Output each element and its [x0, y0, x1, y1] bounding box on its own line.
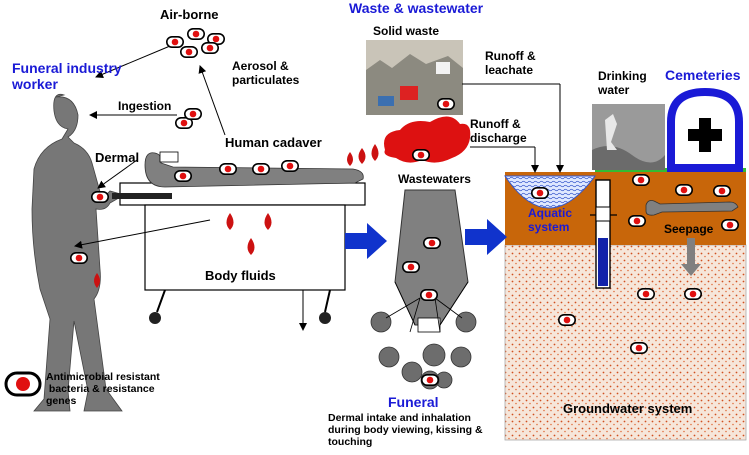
label-human-cadaver: Human cadaver: [225, 135, 322, 150]
photo-bag: [436, 62, 450, 74]
well-pump-box: [595, 206, 611, 222]
label-dermal: Dermal: [95, 150, 140, 165]
label-seepage: Seepage: [664, 222, 714, 236]
gurney-body: [144, 204, 346, 291]
blood-drop: [358, 148, 366, 164]
aquatic-pond: [504, 175, 596, 209]
label-funeral: Funeral: [388, 394, 439, 410]
gurney-handle: [112, 193, 172, 199]
label-drinking-water: Drinking water: [598, 69, 647, 97]
photo-ground: [592, 146, 665, 170]
label-cemeteries: Cemeteries: [665, 67, 741, 83]
blood-drop: [371, 144, 379, 161]
gurney-leg: [324, 289, 331, 313]
label-funeral-description: Dermal intake and inhalation during body…: [328, 412, 483, 449]
blood-drop: [226, 213, 234, 230]
blood-drop: [264, 213, 272, 230]
label-runoff-discharge: Runoff & discharge: [470, 117, 527, 145]
contact-lines: [385, 297, 463, 333]
label-aerosol: Aerosol & particulates: [232, 59, 300, 87]
flow-arrow-coffin-groundwater: [465, 219, 507, 255]
label-runoff-leachate: Runoff & leachate: [485, 49, 536, 77]
cross-icon: [688, 118, 722, 152]
seepage-arrow: [681, 238, 701, 276]
flow-arrow-gurney-coffin: [345, 223, 387, 259]
wastewater-blob: [384, 116, 471, 163]
diagram-title: Waste & wastewater: [349, 0, 484, 16]
connector-lines: [74, 45, 564, 249]
groundwater-zone: [504, 244, 747, 441]
legend-arb-icon: [4, 371, 42, 397]
label-groundwater-system: Groundwater system: [563, 401, 693, 416]
label-wastewaters: Wastewaters: [398, 172, 471, 186]
label-ingestion: Ingestion: [118, 99, 172, 113]
label-airborne: Air-borne: [160, 7, 219, 22]
blood-drop: [347, 152, 353, 166]
legend-text: Antimicrobial resistant bacteria & resis…: [46, 371, 160, 408]
label-solid-waste: Solid waste: [373, 24, 440, 38]
coffin-window: [417, 317, 441, 333]
photo-bag: [378, 96, 394, 106]
label-funeral-worker: Funeral industry worker: [12, 60, 122, 93]
toe-tag: [159, 151, 179, 163]
gurney-wheel: [149, 312, 161, 324]
blood-drop: [94, 273, 100, 288]
gurney-wheel: [319, 312, 331, 324]
label-body-fluids: Body fluids: [205, 268, 276, 283]
blood-drop: [247, 238, 255, 255]
gurney-leg: [156, 289, 166, 313]
label-aquatic-system: Aquatic system: [528, 206, 573, 234]
well-water: [598, 238, 608, 286]
photo-figure: [605, 114, 617, 150]
photo-bag: [400, 86, 418, 100]
buried-body: [645, 200, 739, 216]
coffin-lines: [394, 281, 469, 326]
